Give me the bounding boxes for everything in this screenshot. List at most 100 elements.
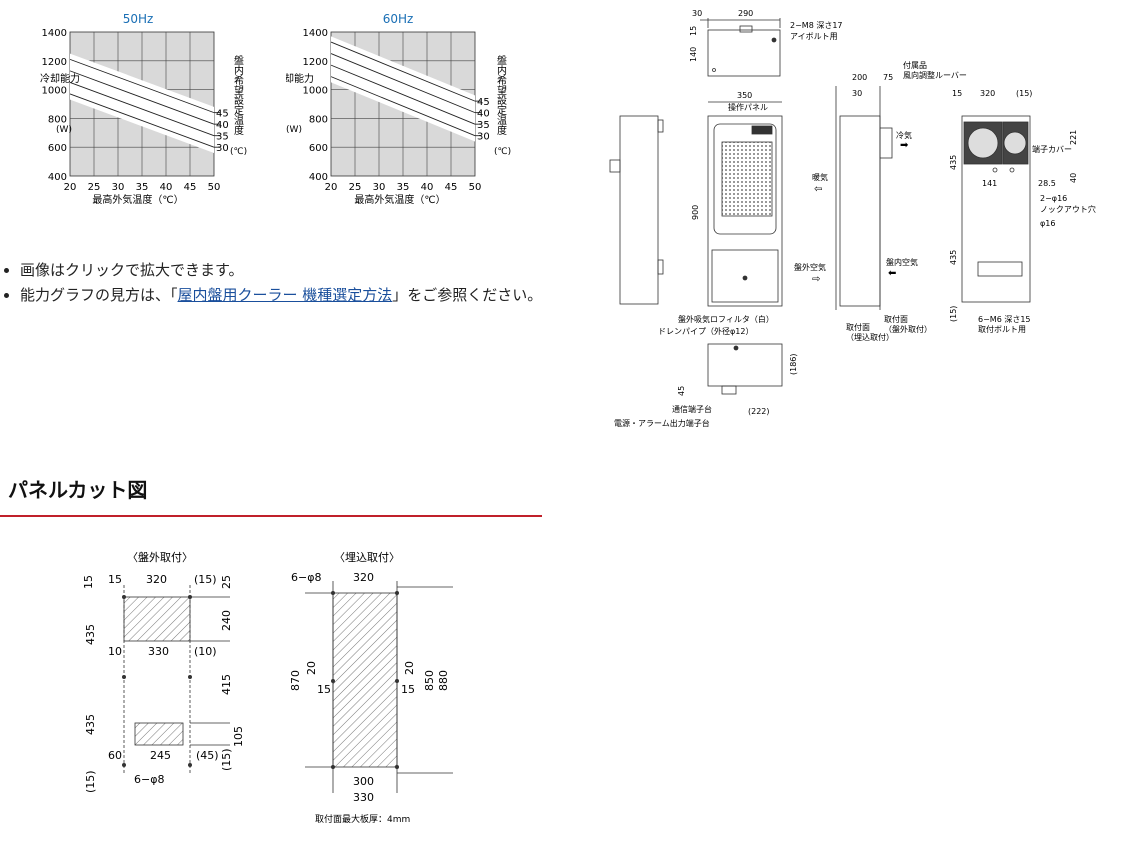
y-tick-label: 800 bbox=[309, 114, 328, 125]
dim-label: 435 bbox=[949, 155, 958, 170]
inside-air-label: 盤内空気 bbox=[886, 257, 918, 267]
x-tick-label: 45 bbox=[445, 182, 458, 193]
dim-label: 25 bbox=[220, 575, 233, 589]
dim-label: 330 bbox=[148, 645, 169, 658]
dim-label: 221 bbox=[1069, 130, 1078, 145]
series-label: 35 bbox=[216, 132, 229, 143]
dim-label: 245 bbox=[150, 749, 171, 762]
dim-label: 870 bbox=[289, 670, 302, 691]
x-tick-label: 40 bbox=[160, 182, 173, 193]
eyebolt-note: 2−M8 深さ17 bbox=[790, 21, 843, 30]
inside-air-arrow-icon: ⬅ bbox=[888, 268, 896, 279]
dim-label: 141 bbox=[982, 179, 997, 188]
dim-label: (15) bbox=[194, 573, 217, 586]
dim-label: 880 bbox=[437, 670, 450, 691]
y-axis-label: 冷却能力 bbox=[286, 72, 314, 85]
setpoint-axis-label: 盤内希望設定温度 bbox=[495, 54, 507, 136]
note-enlarge: 画像はクリックで拡大できます。 bbox=[20, 258, 545, 283]
warm-air-label: 暖気 bbox=[812, 172, 828, 182]
holes-label: 2−φ16 bbox=[1040, 194, 1067, 203]
mount-out-sub: （盤外取付） bbox=[884, 324, 932, 334]
accessory-label: 付属品 bbox=[903, 60, 927, 70]
rear-view bbox=[961, 115, 1031, 303]
dim-label: 200 bbox=[852, 73, 867, 82]
y-tick-label: 1200 bbox=[42, 57, 67, 68]
selection-method-link[interactable]: 屋内盤用クーラー 機種選定方法 bbox=[177, 286, 393, 304]
cold-air-arrow-icon: ➡ bbox=[900, 140, 909, 151]
bottom-view bbox=[707, 343, 783, 395]
dim-label: 75 bbox=[883, 73, 893, 82]
dim-label: 15 bbox=[82, 575, 95, 589]
dim-label: (15) bbox=[84, 770, 97, 793]
dim-label: (45) bbox=[196, 749, 219, 762]
phi-label: φ16 bbox=[1040, 219, 1055, 228]
notes-list: 画像はクリックで拡大できます。 能力グラフの見方は、「屋内盤用クーラー 機種選定… bbox=[0, 258, 545, 308]
mount-out-label: 取付面 bbox=[884, 314, 908, 324]
y-axis-unit: (W) bbox=[286, 125, 302, 135]
dim-label: (10) bbox=[194, 645, 217, 658]
dim-label: 105 bbox=[232, 726, 245, 747]
setpoint-unit: (℃) bbox=[494, 147, 511, 157]
dim-label: 330 bbox=[353, 791, 374, 804]
dim-label: (15) bbox=[1016, 89, 1032, 98]
x-tick-label: 20 bbox=[325, 182, 338, 193]
y-tick-label: 1400 bbox=[42, 28, 67, 39]
y-axis-label: 冷却能力 bbox=[40, 72, 80, 85]
series-band bbox=[70, 53, 214, 153]
knockout-label: ノックアウト穴 bbox=[1040, 204, 1096, 214]
mount-embed-label: 取付面 bbox=[846, 322, 870, 332]
series-line bbox=[330, 76, 476, 137]
dim-label: 30 bbox=[852, 89, 862, 98]
y-tick-label: 600 bbox=[309, 143, 328, 154]
bolt-label: 6−M6 深さ15 bbox=[978, 315, 1031, 324]
dim-label: 415 bbox=[220, 674, 233, 695]
y-tick-label: 1400 bbox=[303, 28, 328, 39]
series-line bbox=[330, 41, 476, 102]
x-axis-label: 最高外気温度（℃） bbox=[92, 193, 183, 206]
dim-label: 320 bbox=[980, 89, 995, 98]
dim-label: 300 bbox=[353, 775, 374, 788]
left-side-view bbox=[609, 115, 664, 305]
drain-label: ドレンパイプ（外径φ12） bbox=[658, 326, 753, 336]
series-line bbox=[330, 64, 476, 125]
dim-label: 60 bbox=[108, 749, 122, 762]
louver-label: 風向調整ルーバー bbox=[903, 70, 967, 80]
series-line bbox=[330, 53, 476, 114]
series-label: 30 bbox=[216, 143, 229, 154]
y-tick-label: 400 bbox=[309, 172, 328, 183]
filter-label: 盤外吸気ロフィルタ（白） bbox=[678, 314, 774, 324]
dim-label: 240 bbox=[220, 610, 233, 631]
series-line bbox=[69, 58, 215, 114]
dim-label: (15) bbox=[220, 748, 233, 771]
y-tick-label: 800 bbox=[48, 114, 67, 125]
power-terminal-label: 電源・アラーム出力端子台 bbox=[614, 418, 710, 428]
dim-label: 10 bbox=[108, 645, 122, 658]
cut-embedded-mount: 〈埋込取付〉 6−φ8 320 870 20 20 15 15 850 880 … bbox=[289, 551, 453, 825]
series-label: 45 bbox=[216, 109, 229, 120]
note-capacity-guide: 能力グラフの見方は、「屋内盤用クーラー 機種選定方法」をご参照ください。 bbox=[20, 283, 545, 308]
dim-label: 15 bbox=[317, 683, 331, 696]
top-view bbox=[700, 18, 781, 77]
dim-label: (222) bbox=[748, 407, 770, 416]
dim-label: 320 bbox=[353, 571, 374, 584]
dim-label: 15 bbox=[401, 683, 415, 696]
x-tick-label: 35 bbox=[136, 182, 149, 193]
x-tick-label: 45 bbox=[184, 182, 197, 193]
y-axis-unit: (W) bbox=[56, 125, 72, 135]
series-line bbox=[69, 81, 215, 137]
dim-label: 20 bbox=[403, 661, 416, 675]
series-label: 35 bbox=[477, 120, 490, 131]
holes-label: 6−φ8 bbox=[291, 571, 321, 584]
dim-label: 435 bbox=[84, 714, 97, 735]
y-tick-label: 1000 bbox=[303, 86, 328, 97]
x-tick-label: 20 bbox=[64, 182, 77, 193]
series-label: 40 bbox=[477, 109, 490, 120]
dim-label: (15) bbox=[949, 306, 958, 322]
dim-label: 900 bbox=[691, 205, 700, 220]
cut-embedded-title: 〈埋込取付〉 bbox=[334, 551, 400, 564]
dim-label: 20 bbox=[305, 661, 318, 675]
dim-label: (186) bbox=[789, 353, 798, 375]
series-label: 40 bbox=[216, 120, 229, 131]
x-tick-label: 35 bbox=[397, 182, 410, 193]
